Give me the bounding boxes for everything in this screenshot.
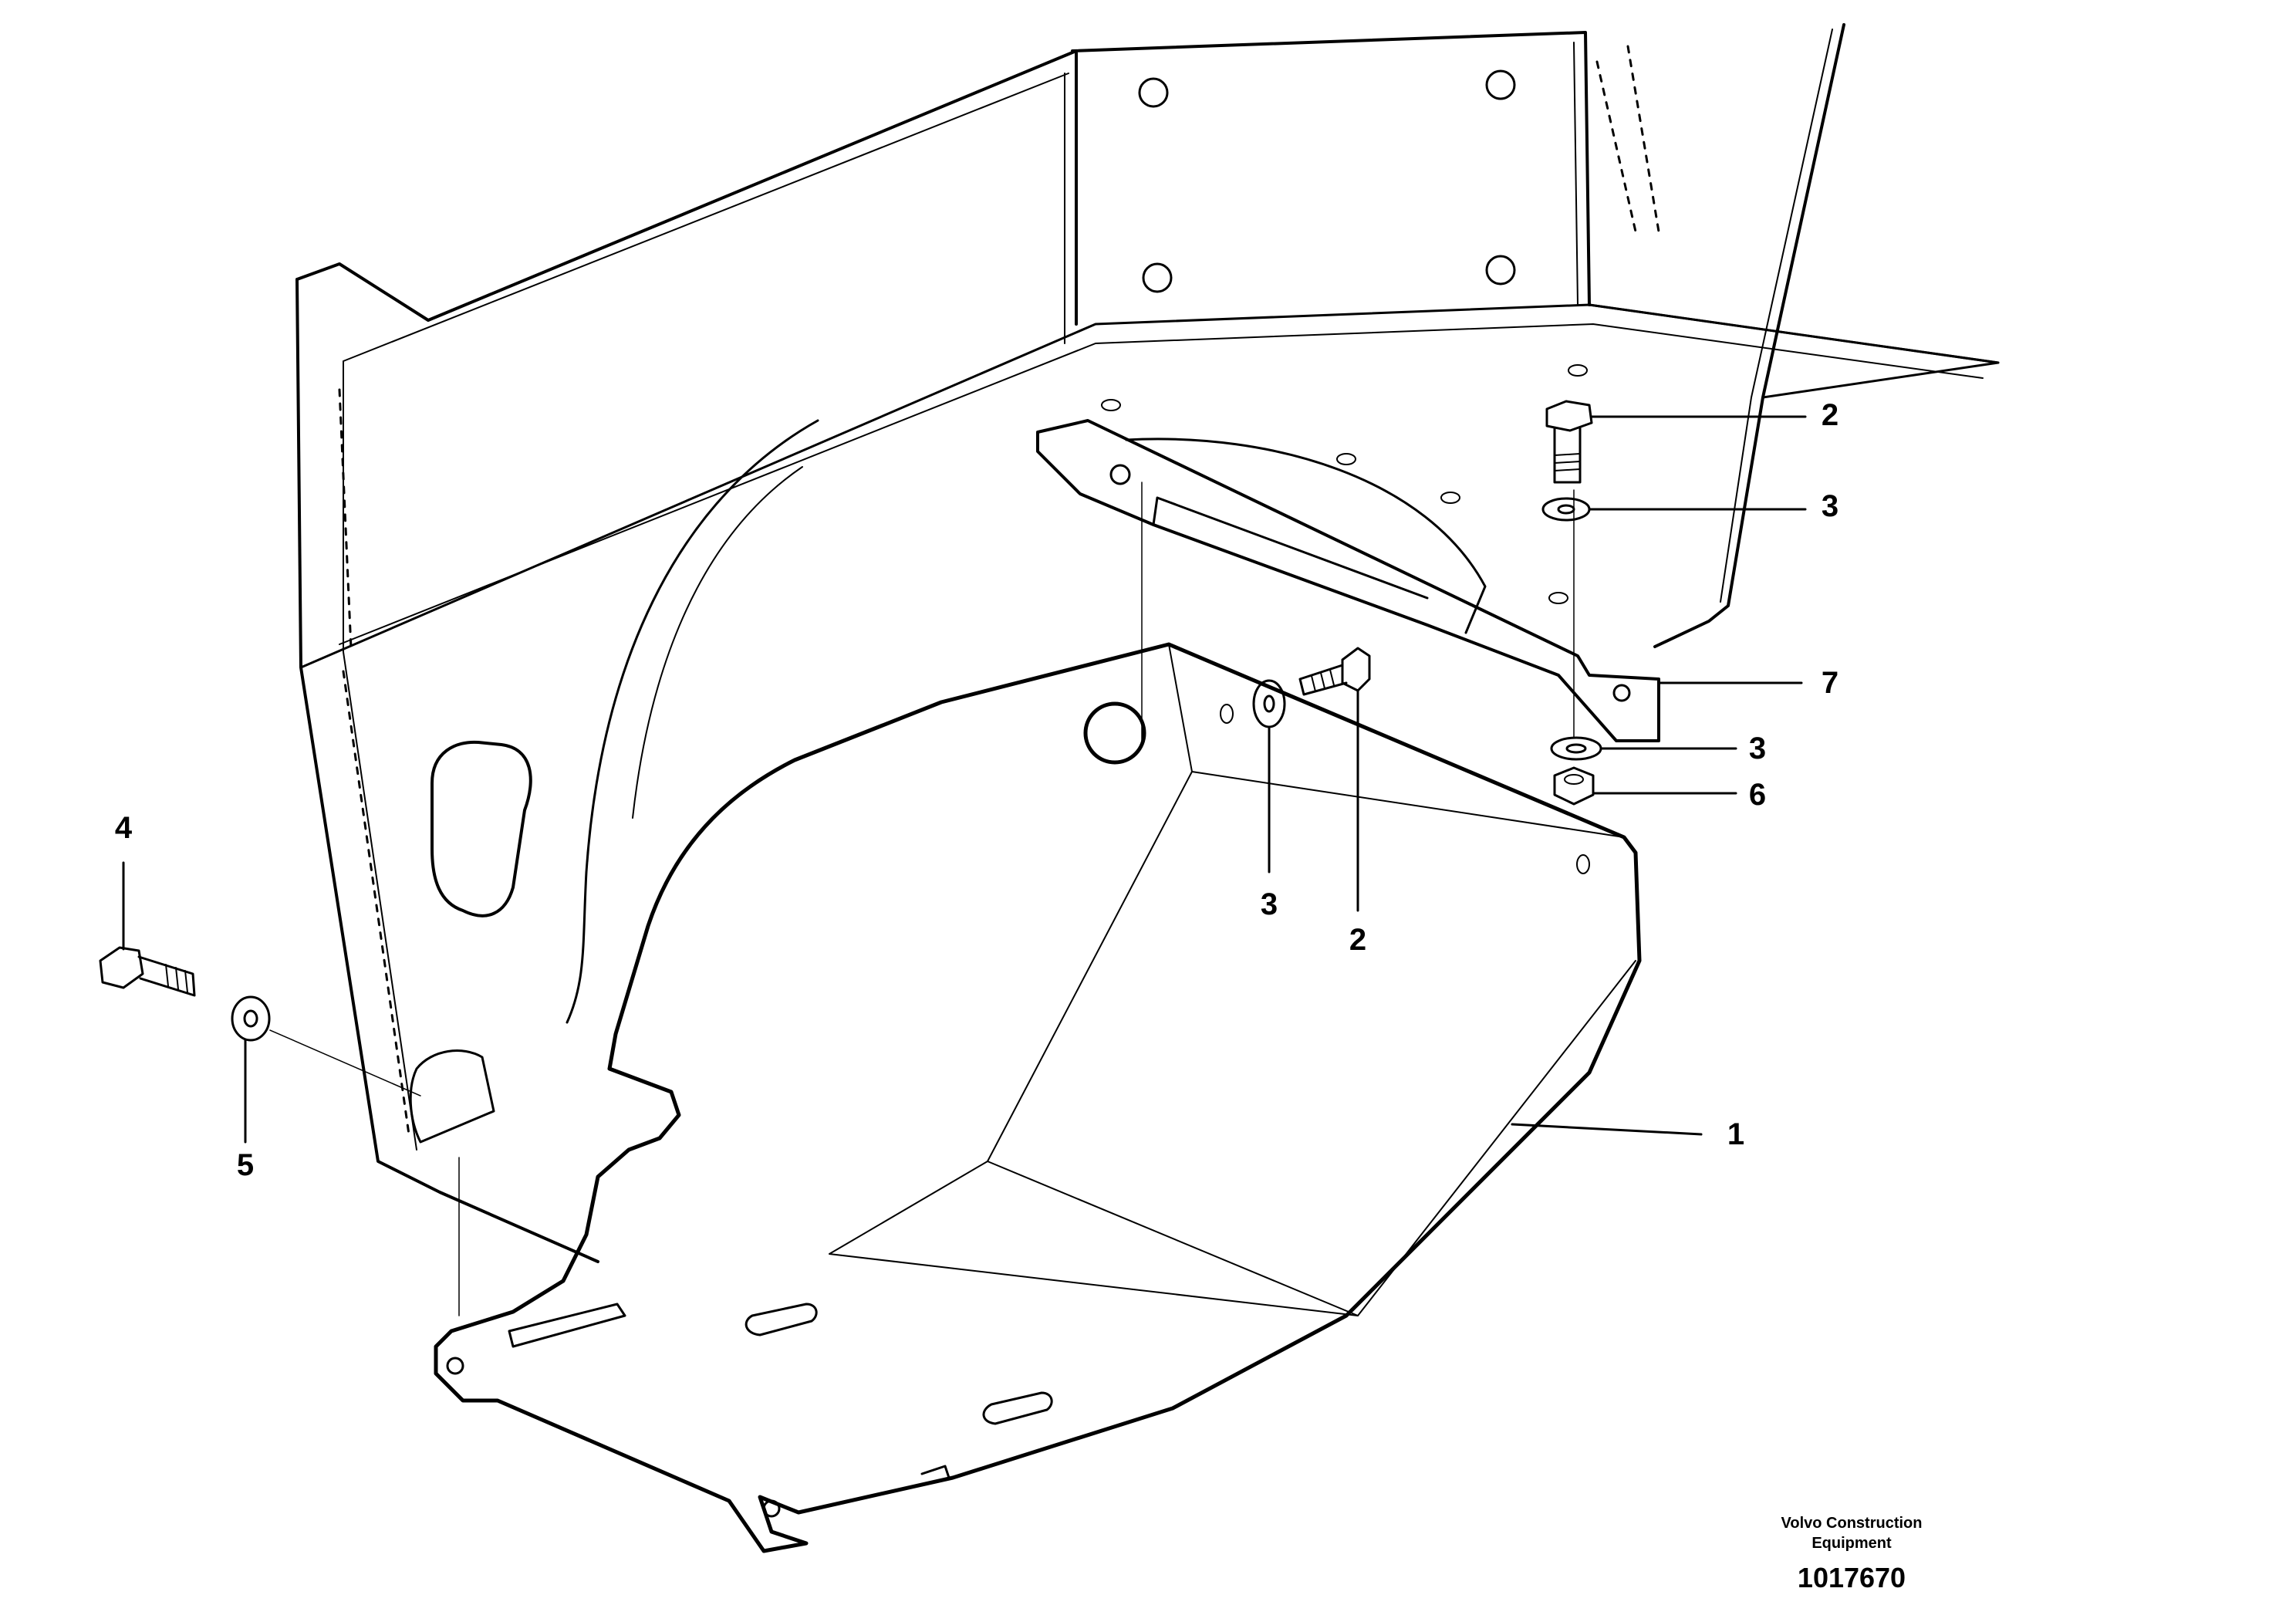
callout-3-upper: 3: [1821, 489, 1839, 523]
fasteners: [99, 400, 1602, 1042]
guard-hole: [1083, 701, 1146, 765]
machine-frame: [295, 23, 2000, 1263]
frame-weld-seam: [338, 45, 1660, 1136]
callout-7: 7: [1821, 666, 1839, 700]
callout-6: 6: [1748, 778, 1767, 812]
bolt-head: [1545, 400, 1593, 432]
frame-arch: [566, 419, 819, 1024]
frame-hole: [1142, 262, 1173, 293]
bolt-thread: [1554, 453, 1581, 471]
guard-fold-side: [987, 960, 1636, 1316]
nut-part-6: [1553, 766, 1595, 806]
frame-hole: [1440, 492, 1460, 504]
bolt-head: [1341, 647, 1371, 692]
guard-part-1: [434, 642, 1642, 1553]
bolt-thread: [1311, 669, 1335, 692]
guard-cutout: [745, 1303, 818, 1336]
frame-hole: [1548, 592, 1568, 604]
bracket-part-7: [1036, 419, 1660, 742]
bolt-part-2-middle: [1298, 647, 1371, 696]
frame-upper-diagonal-inner: [339, 323, 1984, 645]
frame-inner-plate: [1125, 438, 1487, 634]
frame-left-boss: [409, 1049, 495, 1144]
frame-right-column-inner: [1720, 29, 1833, 603]
frame-right-step: [1588, 303, 2000, 399]
bracket-hole: [1612, 684, 1631, 702]
frame-slot-hole: [430, 740, 532, 917]
frame-right-column: [1653, 23, 1845, 648]
frame-left-plate-inner: [343, 73, 1069, 1151]
frame-upper-diagonal: [299, 303, 2000, 669]
frame-hole: [1336, 453, 1356, 465]
guard-lip: [508, 1303, 950, 1479]
guard-ear-hole: [762, 1499, 781, 1518]
guard-small-hole: [1220, 704, 1234, 724]
bolt-thread: [165, 964, 188, 993]
callout-5: 5: [236, 1148, 255, 1182]
frame-hole: [1101, 399, 1121, 411]
brand-name-line-2: Equipment: [1811, 1535, 1892, 1552]
washer-part-3-lower: [1550, 736, 1602, 761]
frame-top-box: [1071, 31, 1591, 326]
bracket-outline: [1036, 419, 1660, 742]
guard-small-hole: [1576, 854, 1590, 874]
bolt-part-4: [99, 946, 196, 997]
callout-2-middle: 2: [1349, 923, 1367, 957]
frame-left-plate: [295, 49, 1078, 1263]
callout-1: 1: [1727, 1117, 1745, 1151]
leader-lines: [122, 415, 1807, 1144]
frame-hole: [1138, 77, 1169, 108]
bolt-part-2-upper: [1545, 400, 1593, 484]
bracket-slot: [1152, 496, 1429, 600]
callout-3-lower: 3: [1748, 732, 1767, 765]
assembly-line: [269, 1029, 421, 1097]
guard-fold-front: [829, 771, 1359, 1316]
frame-arch-inner: [632, 466, 803, 819]
frame-hole: [1485, 255, 1516, 286]
leader-1: [1511, 1123, 1703, 1136]
guard-outline: [434, 642, 1642, 1553]
bolt-head: [99, 946, 144, 989]
assembly-lines: [269, 482, 1575, 1316]
guard-cutout: [982, 1391, 1053, 1425]
washer-part-5: [231, 995, 271, 1042]
frame-top-box-inner: [1064, 42, 1578, 344]
washer-part-3-upper: [1541, 497, 1591, 522]
callout-2-upper: 2: [1821, 398, 1839, 432]
guard-ear-hole: [446, 1357, 464, 1375]
callout-3-middle: 3: [1260, 887, 1278, 921]
frame-hole: [1568, 364, 1588, 377]
frame-hole: [1485, 69, 1516, 100]
document-number: 1017670: [1797, 1562, 1906, 1593]
callout-4: 4: [114, 811, 133, 845]
brand-name-line-1: Volvo Construction: [1781, 1515, 1923, 1532]
bracket-hole: [1109, 464, 1131, 485]
